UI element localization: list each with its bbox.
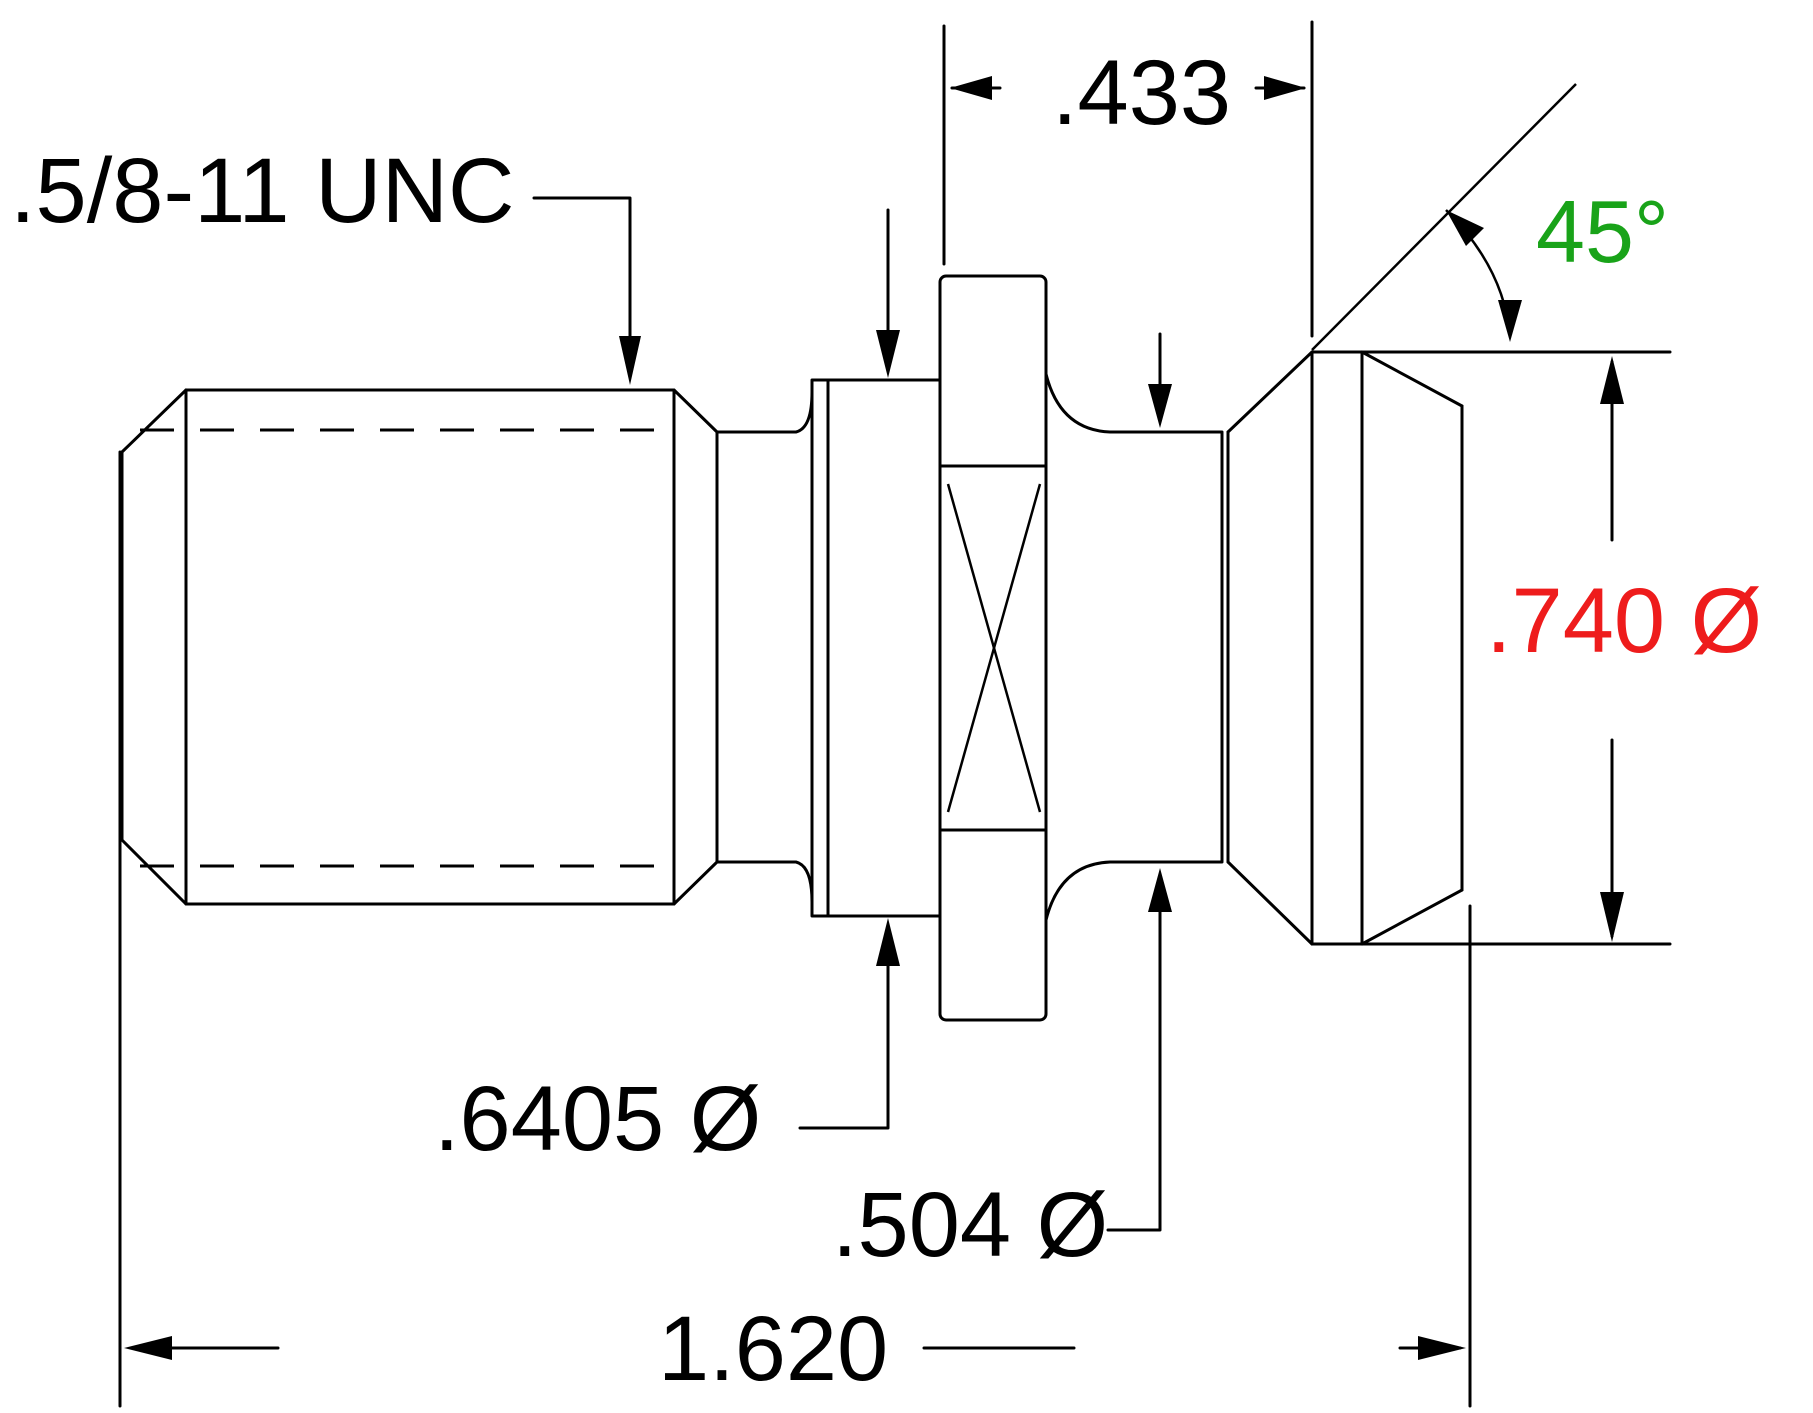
angle-45: 45° — [1311, 83, 1669, 351]
dimension-1620-label: 1.620 — [658, 1298, 888, 1400]
dimension-740-label: .740 Ø — [1486, 570, 1762, 672]
angle-label: 45° — [1536, 182, 1669, 281]
thread-callout: .5/8-11 UNC — [10, 140, 641, 385]
dimension-504-label: .504 Ø — [832, 1174, 1108, 1276]
dimension-6405-label: .6405 Ø — [434, 1068, 761, 1170]
dimension-433: .433 — [942, 20, 1314, 338]
collar — [810, 378, 942, 918]
wrench-flat-cross-2 — [946, 483, 1042, 813]
threaded-section — [120, 388, 719, 906]
chamfer-extension-line — [1311, 83, 1577, 351]
dimension-433-label: .433 — [1052, 42, 1231, 144]
neck — [1044, 372, 1230, 922]
dimension-6405: .6405 Ø — [434, 208, 900, 1170]
relief-groove — [715, 390, 814, 904]
dimension-1620: 1.620 — [118, 450, 1472, 1408]
thread-label: .5/8-11 UNC — [10, 140, 514, 242]
dimension-504: .504 Ø — [832, 332, 1172, 1276]
head — [1226, 350, 1672, 946]
dimension-740: .740 Ø — [1486, 356, 1762, 942]
flange — [938, 274, 1048, 1022]
